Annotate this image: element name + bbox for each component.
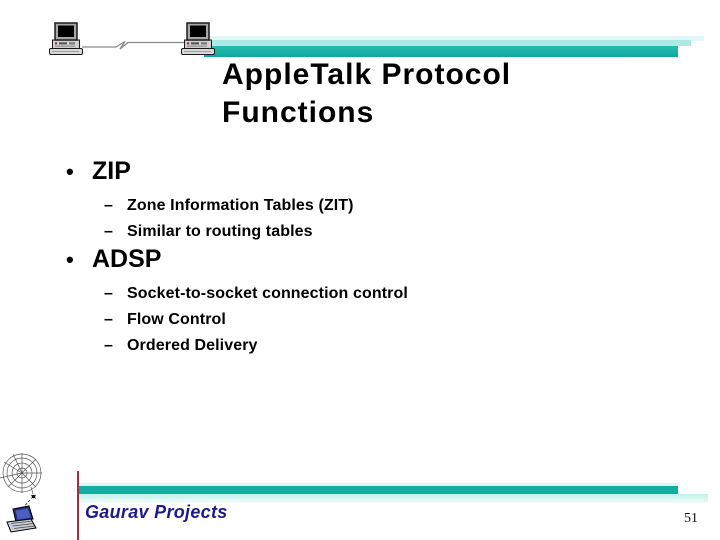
- section-heading-row: • ZIP: [66, 156, 131, 187]
- dash-icon: –: [104, 223, 113, 240]
- bullet-item-text: Ordered Delivery: [127, 337, 258, 354]
- bullet-item-row: – Ordered Delivery: [104, 333, 258, 359]
- spiderweb-laptop-icon: [0, 453, 42, 533]
- footer-divider-line: [77, 471, 79, 540]
- title-line-2: Functions: [222, 96, 375, 129]
- desktop-computer-icon: [49, 22, 83, 55]
- dash-icon: –: [104, 337, 113, 354]
- dash-icon: –: [104, 197, 113, 214]
- section-heading: ADSP: [92, 245, 162, 273]
- top-bar-stripe-pale: [203, 36, 704, 41]
- slide-title: AppleTalk Protocol Functions: [222, 56, 511, 132]
- desktop-computer-icon: [181, 22, 215, 55]
- footer-stripe-pale: [79, 494, 708, 503]
- dash-icon: –: [104, 311, 113, 328]
- title-line-1: AppleTalk Protocol: [222, 58, 512, 91]
- section-heading-row: • ADSP: [66, 244, 161, 275]
- bullet-item-row: – Flow Control: [104, 307, 226, 333]
- dash-icon: –: [104, 285, 113, 302]
- top-bar-stripe-light: [203, 40, 691, 46]
- footer-brand: Gaurav Projects: [85, 502, 228, 522]
- bullet-item-text: Socket-to-socket connection control: [127, 285, 408, 302]
- spider-web-icon: [0, 453, 42, 493]
- bullet-item-text: Zone Information Tables (ZIT): [127, 197, 354, 214]
- bullet-item-row: – Socket-to-socket connection control: [104, 281, 408, 307]
- bullet-item-text: Similar to routing tables: [127, 223, 313, 240]
- bullet-item-row: – Similar to routing tables: [104, 219, 313, 245]
- networked-computers-icon: [49, 22, 215, 55]
- laptop-icon: [6, 505, 37, 533]
- section-heading: ZIP: [92, 157, 131, 185]
- page-number: 51: [684, 511, 698, 526]
- bullet-item-text: Flow Control: [127, 311, 226, 328]
- bullet-icon: •: [66, 247, 74, 272]
- bullet-item-row: – Zone Information Tables (ZIT): [104, 193, 354, 219]
- top-bar-stripe-teal: [204, 46, 678, 57]
- footer-stripe-pale-top: [79, 483, 678, 486]
- bullet-icon: •: [66, 159, 74, 184]
- spider-icon: [30, 486, 37, 499]
- footer-stripe-teal: [79, 486, 678, 494]
